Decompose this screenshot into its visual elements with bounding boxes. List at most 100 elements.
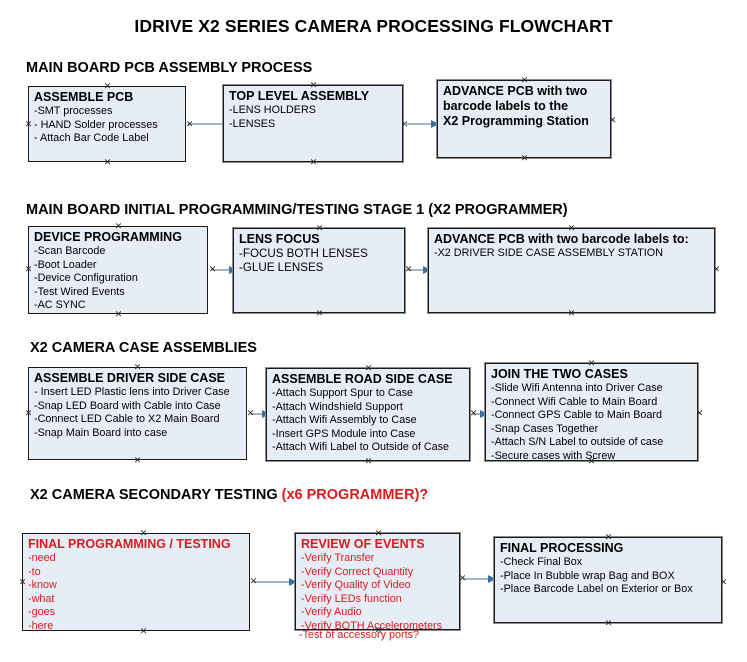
- node-line: -Attach Windshield Support: [272, 400, 403, 413]
- node-advance-pcb-to-driver-side-case-station[interactable]: ADVANCE PCB with two barcode labels to: …: [428, 228, 715, 313]
- connector-final-programming-to-review-of-events: [254, 578, 297, 586]
- node-line: -to: [28, 565, 41, 578]
- connector-handle-start[interactable]: ✕: [469, 408, 478, 418]
- node-line: -Verify Transfer: [301, 552, 375, 564]
- resize-handle-right[interactable]: ✕: [695, 408, 704, 418]
- resize-handle-bottom[interactable]: ✕: [114, 309, 123, 319]
- node-line: -Scan Barcode: [34, 245, 106, 257]
- resize-handle-top[interactable]: ✕: [315, 223, 324, 233]
- node-line: -Connect LED Cable to X2 Main Board: [34, 413, 220, 426]
- node-line: -Verify Quality of Video: [301, 579, 411, 592]
- resize-handle-right[interactable]: ✕: [608, 115, 617, 125]
- node-line: -Attach Wifi Label to Outside of Case: [272, 441, 450, 454]
- node-line: -Device Configuration: [34, 272, 138, 285]
- resize-handle-bottom[interactable]: ✕: [567, 308, 576, 318]
- node-line: -Check Final Box: [500, 556, 583, 568]
- node-line: -SMT processes: [34, 105, 113, 117]
- node-line: - HAND Solder processes: [34, 118, 158, 131]
- node-line: -Attach Support Spur to Case: [272, 387, 414, 399]
- section-heading-x2-camera-case-assemblies: X2 CAMERA CASE ASSEMBLIES: [30, 340, 257, 356]
- resize-handle-left[interactable]: ✕: [24, 264, 33, 274]
- resize-handle-bottom[interactable]: ✕: [133, 455, 142, 465]
- resize-handle-bottom[interactable]: ✕: [604, 618, 613, 628]
- node-assemble-pcb[interactable]: ASSEMBLE PCB -SMT processes - HAND Solde…: [28, 86, 186, 162]
- resize-handle-right[interactable]: ✕: [719, 577, 728, 587]
- node-line: -LENSES: [229, 117, 276, 130]
- section-heading-suffix: (x6 PROGRAMMER)?: [281, 487, 429, 503]
- connector-review-of-events-to-final-processing: [463, 575, 496, 583]
- connector-handle-start[interactable]: ✕: [404, 264, 413, 274]
- resize-handle-bottom[interactable]: ✕: [315, 308, 324, 318]
- connector-lens-focus-to-advance-pcb: [408, 266, 431, 274]
- resize-handle-bottom[interactable]: ✕: [309, 157, 318, 167]
- node-line: -Verify Correct Quantity: [301, 565, 414, 578]
- section-heading-main-board-pcb-assembly-process: MAIN BOARD PCB ASSEMBLY PROCESS: [26, 60, 312, 76]
- resize-handle-bottom[interactable]: ✕: [103, 157, 112, 167]
- node-join-the-two-cases[interactable]: JOIN THE TWO CASES -Slide Wifi Antenna i…: [485, 363, 698, 462]
- node-title: FINAL PROCESSING: [500, 541, 624, 555]
- node-line: -Secure cases with Screw: [491, 449, 616, 462]
- node-line: -Verify Audio: [301, 606, 362, 619]
- resize-handle-bottom[interactable]: ✕: [364, 456, 373, 466]
- node-line: -Connect Wifi Cable to Main Board: [491, 395, 658, 408]
- node-title: ASSEMBLE ROAD SIDE CASE: [272, 372, 453, 386]
- resize-handle-top[interactable]: ✕: [567, 223, 576, 233]
- node-review-of-events[interactable]: REVIEW OF EVENTS -Verify Transfer -Verif…: [295, 533, 460, 632]
- node-title: DEVICE PROGRAMMING: [34, 230, 182, 244]
- resize-handle-bottom[interactable]: ✕: [520, 153, 529, 163]
- node-final-processing[interactable]: FINAL PROCESSING -Check Final Box -Place…: [494, 537, 722, 623]
- connector-handle-start[interactable]: ✕: [246, 408, 255, 418]
- node-line: -Place In Bubble wrap Bag and BOX: [500, 569, 675, 582]
- node-advance-pcb-to-x2-programming-station[interactable]: ADVANCE PCB with two barcode labels to t…: [437, 80, 611, 158]
- connector-handle-start[interactable]: ✕: [208, 264, 217, 274]
- node-line: -Snap Main Board into case: [34, 426, 168, 439]
- resize-handle-left[interactable]: ✕: [24, 119, 33, 129]
- node-top-level-assembly[interactable]: TOP LEVEL ASSEMBLY -LENS HOLDERS -LENSES: [223, 85, 403, 162]
- connector-handle-start[interactable]: ✕: [185, 119, 194, 129]
- node-line: -Place Barcode Label on Exterior or Box: [500, 583, 693, 596]
- resize-handle-top[interactable]: ✕: [309, 80, 318, 90]
- resize-handle-top[interactable]: ✕: [364, 363, 373, 373]
- connector-handle-start[interactable]: ✕: [249, 576, 258, 586]
- node-line: -GLUE LENSES: [239, 260, 324, 274]
- node-lens-focus[interactable]: LENS FOCUS -FOCUS BOTH LENSES -GLUE LENS…: [233, 228, 405, 313]
- node-line: -here: [28, 619, 54, 632]
- node-device-programming[interactable]: DEVICE PROGRAMMING -Scan Barcode -Boot L…: [28, 226, 208, 314]
- resize-handle-top[interactable]: ✕: [103, 81, 112, 91]
- node-line: X2 Programming Station: [443, 114, 589, 128]
- node-line: -need: [28, 552, 56, 564]
- node-title: ADVANCE PCB with two: [443, 84, 588, 98]
- resize-handle-bottom[interactable]: ✕: [374, 625, 383, 635]
- node-line: - Attach Bar Code Label: [34, 132, 149, 145]
- node-line: -FOCUS BOTH LENSES: [239, 247, 368, 260]
- node-line: -know: [28, 579, 57, 592]
- connector-handle-start[interactable]: ✕: [458, 573, 467, 583]
- node-line: barcode labels to the: [443, 99, 569, 113]
- node-line: -Slide Wifi Antenna into Driver Case: [491, 382, 663, 394]
- resize-handle-bottom[interactable]: ✕: [587, 456, 596, 466]
- node-title: ADVANCE PCB with two barcode labels to:: [434, 232, 689, 246]
- node-line: - Insert LED Plastic lens into Driver Ca…: [34, 386, 230, 398]
- node-line: -Insert GPS Module into Case: [272, 427, 416, 440]
- node-assemble-driver-side-case[interactable]: ASSEMBLE DRIVER SIDE CASE - Insert LED P…: [28, 367, 247, 460]
- resize-handle-top[interactable]: ✕: [587, 358, 596, 368]
- resize-handle-left[interactable]: ✕: [18, 577, 27, 587]
- resize-handle-left[interactable]: ✕: [24, 408, 33, 418]
- node-line: -Verify LEDs function: [301, 592, 402, 605]
- resize-handle-top[interactable]: ✕: [374, 528, 383, 538]
- resize-handle-top[interactable]: ✕: [604, 532, 613, 542]
- resize-handle-bottom[interactable]: ✕: [139, 626, 148, 636]
- resize-handle-top[interactable]: ✕: [114, 221, 123, 231]
- node-overflow-line-review-of-events: -Test of accessory ports?: [299, 629, 420, 641]
- node-final-programming-testing[interactable]: FINAL PROGRAMMING / TESTING -need -to -k…: [22, 533, 250, 632]
- node-title: ASSEMBLE DRIVER SIDE CASE: [34, 371, 226, 385]
- resize-handle-right[interactable]: ✕: [400, 120, 409, 129]
- node-line: -Test Wired Events: [34, 285, 125, 298]
- resize-handle-top[interactable]: ✕: [520, 75, 529, 85]
- node-line: -Attach S/N Label to outside of case: [491, 436, 664, 449]
- node-assemble-road-side-case[interactable]: ASSEMBLE ROAD SIDE CASE -Attach Support …: [266, 368, 470, 461]
- resize-handle-right[interactable]: ✕: [712, 264, 721, 274]
- resize-handle-top[interactable]: ✕: [139, 528, 148, 538]
- resize-handle-top[interactable]: ✕: [133, 362, 142, 372]
